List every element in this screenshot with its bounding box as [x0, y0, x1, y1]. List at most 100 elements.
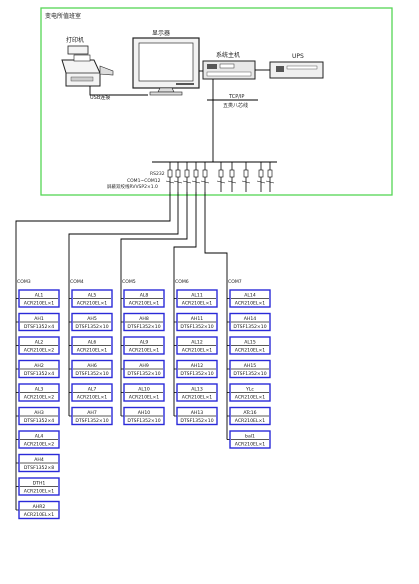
converter-port [241, 162, 251, 192]
device-name: AL12 [191, 340, 203, 346]
device-model: ACR210EL×1 [129, 348, 160, 354]
device-model: ACR210EL×1 [24, 301, 55, 307]
device-model: DTSF1352×10 [233, 371, 266, 377]
device-model: ACR210EL×1 [77, 395, 108, 401]
device-model: ACR210EL×1 [235, 442, 266, 448]
device-model: ACR210EL×2 [24, 395, 55, 401]
device-name: AL11 [191, 293, 203, 299]
device-name: AL15 [244, 340, 256, 346]
host-trunk [207, 79, 258, 101]
device-group-com4: COM4AL5ACR210EL×1AH5DTSF1352×10AL6ACR210… [68, 192, 179, 426]
rs485-trunk [15, 192, 171, 510]
device-model: DTSF1352×4 [24, 418, 54, 424]
device-name: AH13 [191, 410, 204, 416]
device-name: AH10 [138, 410, 151, 416]
device-name: AL8 [140, 293, 149, 299]
converter-port [173, 162, 183, 192]
control-room-border [40, 7, 393, 196]
device-model: ACR210EL×1 [235, 301, 266, 307]
device-model: ACR210EL×1 [77, 301, 108, 307]
device-name: AL1 [35, 293, 44, 299]
device-model: ACR210EL×1 [235, 348, 266, 354]
device-name: AL10 [138, 387, 150, 393]
converter-port [216, 162, 226, 192]
printer-icon [61, 45, 114, 87]
device-name: bal1 [245, 434, 255, 440]
converter-port [182, 162, 192, 192]
device-name: AH9 [139, 363, 149, 369]
device-model: ACR210EL×1 [182, 395, 213, 401]
device-model: ACR210EL×1 [235, 395, 266, 401]
device-model: DTSF1352×10 [75, 371, 108, 377]
rs485-trunk [120, 192, 188, 416]
device-name: AH4 [34, 457, 44, 463]
device-model: ACR210EL×1 [182, 301, 213, 307]
com-port-label: COM5 [122, 279, 136, 285]
usb-label: USB连接 [90, 94, 110, 101]
device-model: DTSF1352×10 [75, 418, 108, 424]
device-model: ACR210EL×1 [24, 512, 55, 518]
com-port-label: COM4 [70, 279, 84, 285]
device-model: ACR210EL×1 [129, 301, 160, 307]
device-name: AH5 [87, 316, 97, 322]
device-model: ACR210EL×2 [24, 442, 55, 448]
device-name: AH14 [244, 316, 257, 322]
device-name: AL2 [35, 340, 44, 346]
ups-icon [269, 61, 324, 79]
device-name: AH6 [87, 363, 97, 369]
device-model: DTSF1352×4 [24, 371, 54, 377]
device-name: YLc [245, 387, 254, 393]
device-name: AL6 [88, 340, 97, 346]
printer-label: 打印机 [66, 36, 84, 44]
converter-ports [165, 162, 275, 192]
device-group-com6: COM6AL11ACR210EL×1AH11DTSF1352×10AL12ACR… [173, 192, 218, 426]
device-model: ACR210EL×1 [182, 348, 213, 354]
device-model: DTSF1352×10 [127, 324, 160, 330]
device-model: DTSF1352×10 [75, 324, 108, 330]
device-model: ACR210EL×1 [235, 418, 266, 424]
device-model: ACR210EL×1 [24, 489, 55, 495]
converter-port [165, 162, 175, 192]
tcpip-label: TCP/IP [228, 94, 244, 100]
device-groups: COM3AL1ACR210EL×1AH1DTSF1352×4AL2ACR210E… [15, 192, 271, 520]
device-name: AH12 [191, 363, 204, 369]
device-name: AH15 [244, 363, 257, 369]
device-name: AL4 [35, 434, 44, 440]
device-name: AH7 [87, 410, 97, 416]
device-model: DTSF1352×10 [233, 324, 266, 330]
device-name: AH2 [34, 363, 44, 369]
rs232-label: RS232 [150, 171, 165, 177]
host-label: 系统主机 [216, 51, 240, 59]
device-name: AH3 [34, 410, 44, 416]
ethernet-label: 五类八芯线 [223, 102, 248, 109]
monitor-label: 显示器 [152, 30, 170, 37]
device-model: DTSF1352×10 [180, 418, 213, 424]
monitor-icon [132, 37, 200, 96]
converter-port [191, 162, 201, 192]
device-model: ACR210EL×1 [77, 348, 108, 354]
